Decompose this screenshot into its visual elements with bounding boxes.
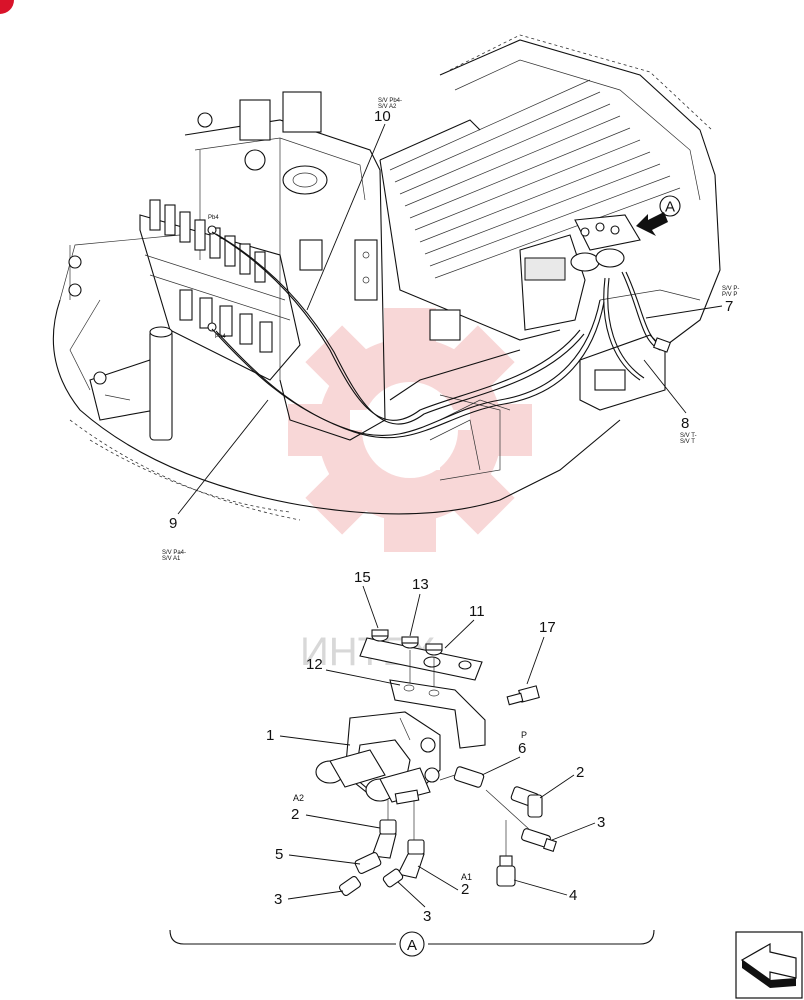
callout-8: 8 bbox=[681, 415, 689, 432]
pb4-port bbox=[207, 225, 217, 235]
sv10-label-line1: S/V Pb4- bbox=[378, 98, 402, 104]
callout-12: 12 bbox=[306, 656, 323, 673]
sv9-label-line1: S/V Pa4- bbox=[162, 550, 186, 556]
callout-15: 15 bbox=[354, 569, 371, 586]
callout-1: 1 bbox=[266, 727, 274, 744]
hood-grille bbox=[389, 79, 681, 279]
leader-10 bbox=[306, 123, 386, 311]
solenoid-valve-installed bbox=[519, 214, 641, 331]
part-3-right-fitting bbox=[521, 828, 557, 852]
leader-9 bbox=[177, 399, 269, 515]
part-5-fitting bbox=[354, 852, 382, 874]
sv8-label-line2: S/V T bbox=[680, 439, 695, 445]
view-arrow-icon bbox=[636, 212, 668, 236]
callout-4: 4 bbox=[569, 887, 577, 904]
leader-6 bbox=[481, 756, 521, 776]
leader-17 bbox=[526, 636, 545, 685]
leader-4 bbox=[513, 879, 568, 896]
callout-13: 13 bbox=[412, 576, 429, 593]
callout-2-a2: 2 bbox=[291, 806, 299, 823]
callout-3-mid: 3 bbox=[423, 908, 431, 925]
leader-3-left bbox=[287, 890, 344, 900]
filter-housing bbox=[239, 99, 271, 141]
port-label-a2: A2 bbox=[293, 793, 304, 803]
exploded-detail-a bbox=[315, 629, 557, 897]
leader-5 bbox=[288, 854, 361, 865]
leader-1 bbox=[279, 735, 351, 746]
leader-2-a2 bbox=[305, 814, 381, 829]
sv10-label-line2: S/V A2 bbox=[378, 104, 397, 110]
callout-3-right: 3 bbox=[597, 814, 605, 831]
sv8-label-line1: S/V T- bbox=[680, 433, 697, 439]
leader-13 bbox=[409, 593, 421, 637]
sv9-label-line2: S/V A1 bbox=[162, 556, 181, 562]
next-page-arrow-icon[interactable] bbox=[735, 931, 803, 999]
leader-3-right bbox=[551, 822, 596, 841]
part-2-elbow-a2 bbox=[371, 819, 397, 859]
side-bracket bbox=[354, 239, 378, 301]
detail-marker-circle bbox=[399, 931, 425, 957]
part-4-fitting bbox=[496, 820, 516, 887]
port-label-pb4: Pb4 bbox=[208, 215, 219, 221]
sv7-label-line1: S/V P- bbox=[722, 286, 739, 292]
part-1-solenoid-valve bbox=[315, 711, 441, 805]
callout-17: 17 bbox=[539, 619, 556, 636]
callout-11: 11 bbox=[469, 603, 485, 620]
view-marker-label: A bbox=[665, 199, 675, 216]
leader-15 bbox=[362, 585, 379, 629]
part-3-mid-fitting bbox=[382, 868, 404, 888]
callout-2-right: 2 bbox=[576, 764, 584, 781]
sv7-label-line2: P/V P bbox=[722, 292, 737, 298]
part-13-15-bolts bbox=[371, 629, 472, 670]
leader-2-a1 bbox=[417, 865, 459, 891]
leader-2-right bbox=[539, 774, 575, 799]
pilot-pump bbox=[282, 165, 328, 195]
callout-6: 6 bbox=[518, 740, 526, 757]
pa4-port bbox=[207, 322, 217, 332]
part-2-elbow-a1 bbox=[397, 839, 425, 879]
port-label-a1: A1 bbox=[461, 872, 472, 882]
callout-9: 9 bbox=[169, 515, 177, 532]
upper-frame-assembly bbox=[52, 34, 721, 521]
part-2-elbow-right bbox=[510, 786, 543, 818]
watermark-gear-icon bbox=[288, 308, 532, 552]
callout-7: 7 bbox=[725, 298, 733, 315]
part-11-plate bbox=[359, 637, 483, 681]
port-label-p: P bbox=[521, 730, 527, 740]
callout-3-left: 3 bbox=[274, 891, 282, 908]
callout-5: 5 bbox=[275, 846, 283, 863]
leader-7 bbox=[645, 305, 723, 319]
leader-3-mid bbox=[397, 881, 426, 908]
detail-brace bbox=[169, 929, 655, 945]
corner-badge-icon bbox=[0, 0, 14, 14]
installed-hoses bbox=[211, 231, 671, 439]
boom-pin-boss bbox=[149, 329, 173, 441]
leader-11 bbox=[444, 619, 475, 649]
port-label-pa4: Pa4 bbox=[215, 334, 226, 340]
detail-marker-label: A bbox=[407, 937, 417, 954]
leader-12 bbox=[325, 669, 401, 686]
leader-8 bbox=[643, 359, 687, 414]
pilot-pump-cover bbox=[282, 91, 322, 133]
part-12-bracket bbox=[389, 679, 486, 749]
part-17-plug bbox=[506, 685, 540, 706]
callout-10: 10 bbox=[374, 108, 391, 125]
control-valve-bank bbox=[139, 199, 301, 381]
callout-2-a1: 2 bbox=[461, 881, 469, 898]
part-6-fitting bbox=[439, 766, 485, 788]
view-marker-circle bbox=[659, 195, 681, 217]
part-3-left-fitting bbox=[338, 875, 362, 897]
